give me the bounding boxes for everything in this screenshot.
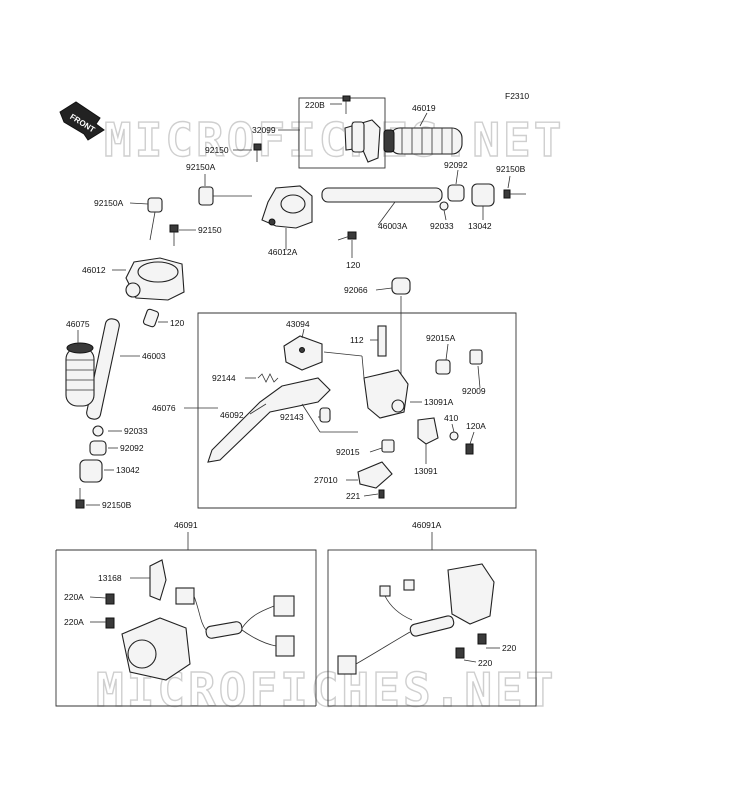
handlebar-46003: [86, 318, 120, 420]
label-27010: 27010: [314, 475, 338, 485]
label-92033-left: 92033: [124, 426, 148, 436]
label-92150-top: 92150: [205, 145, 229, 155]
watermark-top: MICROFICHES.NET: [104, 113, 564, 167]
label-13091A: 13091A: [424, 397, 454, 407]
clamp-46012: [125, 257, 185, 301]
label-112: 112: [350, 335, 364, 345]
weight-13042-left: [79, 459, 103, 483]
label-220A-lower: 220A: [64, 617, 84, 627]
label-92092-left: 92092: [120, 443, 144, 453]
handlebar-46003A: [321, 187, 443, 203]
ring-92033-left: [92, 425, 104, 437]
label-13091: 13091: [414, 466, 438, 476]
label-46091: 46091: [174, 520, 198, 530]
right-switch-housing: [337, 563, 495, 675]
label-13042-left: 13042: [116, 465, 140, 475]
screw-220B: [342, 95, 351, 114]
nut-92015: [381, 439, 395, 453]
label-46012: 46012: [82, 265, 106, 275]
label-120-left: 120: [170, 318, 184, 328]
label-46012A: 46012A: [268, 247, 298, 257]
screw-92009: [469, 349, 483, 365]
screw-220A-upper: [105, 593, 115, 605]
screw-220-upper: [477, 633, 487, 645]
label-13042-right: 13042: [468, 221, 492, 231]
label-92009: 92009: [462, 386, 486, 396]
label-46019: 46019: [412, 103, 436, 113]
weight-13042-right: [471, 183, 495, 207]
left-switch-harness: [175, 587, 295, 657]
collar-92143: [319, 407, 331, 423]
label-46091A: 46091A: [412, 520, 442, 530]
bolt-92150A-left: [147, 197, 163, 241]
label-120-top: 120: [346, 260, 360, 270]
spring-92144: [257, 373, 279, 383]
switch-box-46091-top: [56, 549, 317, 706]
label-220-upper: 220: [502, 643, 516, 653]
label-92144: 92144: [212, 373, 236, 383]
label-220-lower: 220: [478, 658, 492, 668]
label-92015A: 92015A: [426, 333, 456, 343]
nut-92015A: [435, 359, 451, 375]
switch-box-46091-bottom: [55, 550, 316, 707]
bolt-92150B-right: [503, 189, 526, 199]
label-46003: 46003: [142, 351, 166, 361]
label-46092: 46092: [220, 410, 244, 420]
washer-410: [449, 431, 459, 441]
bolt-92150-left: [169, 224, 179, 246]
label-220B: 220B: [305, 100, 325, 110]
label-46076: 46076: [152, 403, 176, 413]
clutch-lever-box: [197, 312, 517, 509]
label-410: 410: [444, 413, 458, 423]
label-46075: 46075: [66, 319, 90, 329]
leader-lines: [77, 103, 511, 663]
ring-92033-right: [439, 201, 449, 211]
right-grip-46019: [383, 127, 463, 155]
label-92150B-right: 92150B: [496, 164, 526, 174]
bolt-112: [377, 325, 387, 357]
label-92033-right: 92033: [430, 221, 454, 231]
label-92015: 92015: [336, 447, 360, 457]
label-43094: 43094: [286, 319, 310, 329]
label-92150A-top: 92150A: [186, 162, 216, 172]
clamp-46012A: [261, 185, 313, 229]
label-92150-left: 92150: [198, 225, 222, 235]
label-92150B-left: 92150B: [102, 500, 132, 510]
bolt-120A: [465, 443, 474, 455]
bolt-120-top: [337, 231, 357, 241]
bolt-120-left: [142, 308, 160, 328]
clamp-13091: [417, 417, 439, 445]
screw-220-lower: [455, 647, 465, 659]
screw-220A-lower: [105, 617, 115, 629]
part-labels: 220B 46019 32099 92150 92150A 92092 9215…: [64, 100, 526, 668]
label-92150A-left: 92150A: [94, 198, 124, 208]
label-92066: 92066: [344, 285, 368, 295]
label-13168: 13168: [98, 573, 122, 583]
clutch-holder-13091A: [363, 369, 409, 419]
switch-27010: [357, 461, 393, 489]
throttle-pipe-32099: [344, 119, 381, 163]
label-46003A: 46003A: [378, 221, 408, 231]
screw-221: [378, 489, 385, 499]
left-switch-housing: [121, 617, 191, 681]
label-220A-upper: 220A: [64, 592, 84, 602]
left-grip-46075: [65, 342, 95, 407]
bolt-92150-top: [253, 143, 262, 162]
diagram-code: F2310: [505, 91, 529, 101]
cover-43094: [283, 335, 323, 371]
cap-92066: [391, 277, 411, 380]
bolt-92150A-top: [198, 186, 252, 206]
label-92092-right: 92092: [444, 160, 468, 170]
front-arrow-icon: FRONT: [59, 101, 105, 141]
label-221: 221: [346, 491, 360, 501]
label-92143: 92143: [280, 412, 304, 422]
bracket-13168: [149, 559, 167, 601]
label-32099: 32099: [252, 125, 276, 135]
label-120A: 120A: [466, 421, 486, 431]
bolt-92150B-left: [75, 488, 85, 509]
weight-92092-left: [89, 440, 107, 456]
weight-92092-right: [447, 184, 465, 202]
clutch-lever-46092: [207, 377, 331, 463]
